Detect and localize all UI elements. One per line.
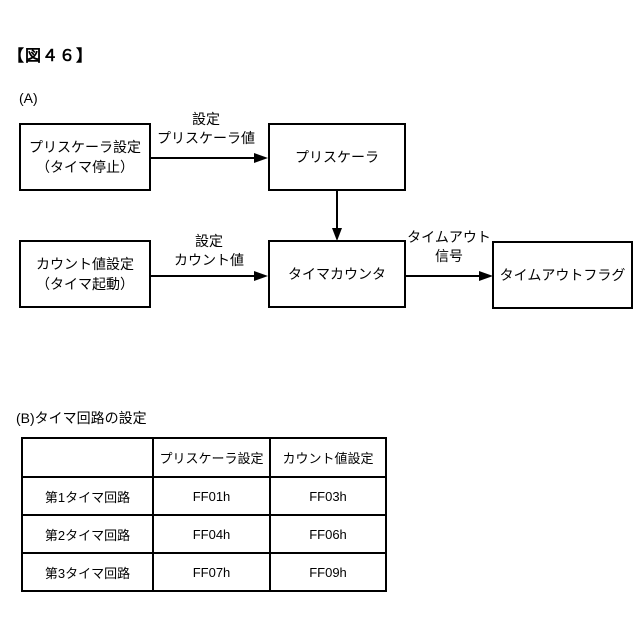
box-count-setting-line2: （タイマ起動） xyxy=(36,276,134,292)
cell-timer1-prescaler: FF01h xyxy=(152,476,271,516)
box-prescaler-setting-line1: プリスケーラ設定 xyxy=(29,139,141,155)
section-a-label: (A) xyxy=(19,90,38,106)
label-set-prescaler-value: 設定 プリスケーラ値 xyxy=(146,110,266,148)
section-b-label: (B)タイマ回路の設定 xyxy=(16,410,147,426)
label-set-count-value: 設定 カウント値 xyxy=(152,232,266,270)
cell-timer2-name: 第2タイマ回路 xyxy=(21,514,154,554)
label-timeout-signal-line2: 信号 xyxy=(435,248,463,264)
box-count-setting-line1: カウント値設定 xyxy=(36,256,134,272)
arrow-set-count-head xyxy=(254,271,268,281)
arrow-timeout-signal-head xyxy=(479,271,493,281)
cell-timer3-prescaler: FF07h xyxy=(152,552,271,592)
box-prescaler-setting: プリスケーラ設定 （タイマ停止） xyxy=(19,123,151,191)
cell-timer3-count: FF09h xyxy=(269,552,387,592)
cell-timer2-count: FF06h xyxy=(269,514,387,554)
header-cell-prescaler-setting: プリスケーラ設定 xyxy=(152,437,271,478)
cell-timer2-prescaler: FF04h xyxy=(152,514,271,554)
box-timer-counter: タイマカウンタ xyxy=(268,240,406,308)
box-prescaler: プリスケーラ xyxy=(268,123,406,191)
figure-title: 【図４６】 xyxy=(8,48,94,65)
label-timeout-signal-line1: タイムアウト xyxy=(407,229,491,245)
cell-timer3-name: 第3タイマ回路 xyxy=(21,552,154,592)
table-header-row: プリスケーラ設定 カウント値設定 xyxy=(21,437,387,478)
cell-timer1-count: FF03h xyxy=(269,476,387,516)
label-timeout-signal: タイムアウト 信号 xyxy=(404,228,494,266)
box-timer-counter-label: タイマカウンタ xyxy=(288,266,386,282)
box-prescaler-label: プリスケーラ xyxy=(295,149,379,165)
table-row: 第1タイマ回路 FF01h FF03h xyxy=(21,476,387,516)
label-set-count-value-line2: カウント値 xyxy=(174,252,244,268)
table-row: 第2タイマ回路 FF04h FF06h xyxy=(21,514,387,554)
label-set-count-value-line1: 設定 xyxy=(195,233,223,249)
box-timeout-flag: タイムアウトフラグ xyxy=(492,241,633,309)
box-prescaler-setting-line2: （タイマ停止） xyxy=(36,159,134,175)
arrow-set-prescaler-head xyxy=(254,153,268,163)
settings-table: プリスケーラ設定 カウント値設定 第1タイマ回路 FF01h FF03h 第2タ… xyxy=(21,437,387,592)
label-set-prescaler-value-line1: 設定 xyxy=(192,111,220,127)
header-cell-count-setting: カウント値設定 xyxy=(269,437,387,478)
table-row: 第3タイマ回路 FF07h FF09h xyxy=(21,552,387,592)
box-timeout-flag-label: タイムアウトフラグ xyxy=(499,267,626,283)
cell-timer1-name: 第1タイマ回路 xyxy=(21,476,154,516)
label-set-prescaler-value-line2: プリスケーラ値 xyxy=(157,130,255,146)
header-cell-empty xyxy=(21,437,154,478)
box-count-setting: カウント値設定 （タイマ起動） xyxy=(19,240,151,308)
